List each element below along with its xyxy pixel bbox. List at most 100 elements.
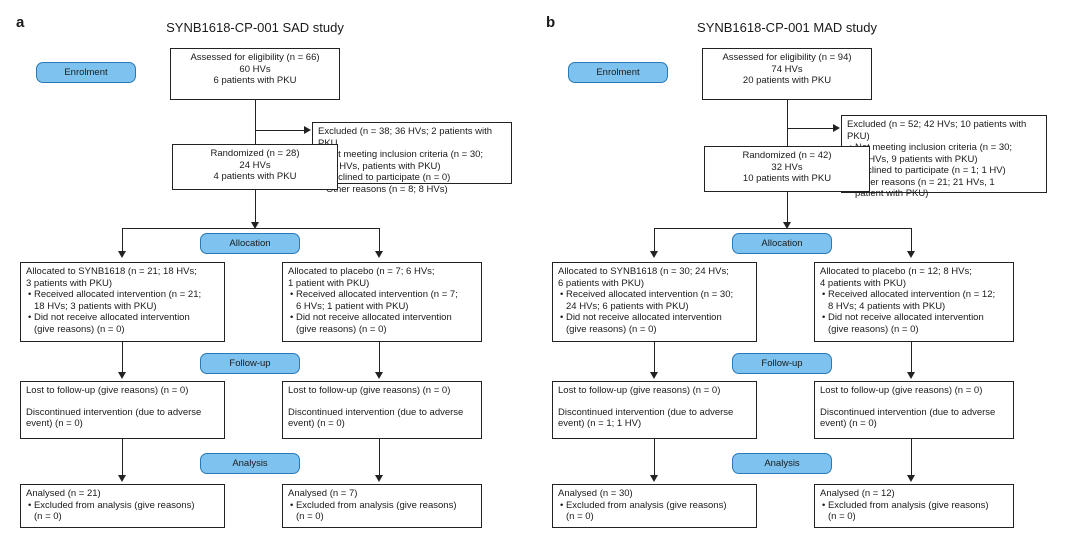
connector — [379, 228, 380, 252]
assessed-box: Assessed for eligibility (n = 94) 74 HVs… — [702, 48, 872, 100]
alloc-line: 18 HVs; 3 patients with PKU) — [34, 300, 157, 312]
arrow — [375, 372, 383, 379]
allocation-label: Allocation — [200, 233, 300, 254]
connector — [911, 342, 912, 372]
analysis-label: Analysis — [732, 453, 832, 474]
alloc-line: • Did not receive allocated intervention — [290, 312, 452, 323]
connector — [654, 342, 655, 372]
arrow — [118, 372, 126, 379]
alloc-line: Allocated to SYNB1618 (n = 21; 18 HVs; — [26, 266, 197, 277]
analysis-line: (n = 0) — [828, 511, 856, 522]
alloc-line: • Did not receive allocated intervention — [822, 312, 984, 323]
followup-line: Lost to follow-up (give reasons) (n = 0) — [820, 385, 983, 396]
assessed-box: Assessed for eligibility (n = 66) 60 HVs… — [170, 48, 340, 100]
randomized-line: 32 HVs — [771, 161, 803, 173]
followup-label: Follow-up — [732, 353, 832, 374]
excluded-line: • Declined to participate (n = 1; 1 HV) — [849, 165, 1006, 176]
excluded-line: • Other reasons (n = 8; 8 HVs) — [320, 183, 448, 195]
analysis-line: (n = 0) — [34, 511, 62, 522]
arrow — [251, 222, 259, 229]
followup-line: Discontinued intervention (due to advers… — [26, 406, 202, 418]
allocated-synb1618-box: Allocated to SYNB1618 (n = 30; 24 HVs; 6… — [552, 262, 757, 342]
followup-label: Follow-up — [200, 353, 300, 374]
followup-line: event) (n = 1; 1 HV) — [558, 418, 642, 429]
analysis-line: Analysed (n = 21) — [26, 488, 101, 499]
alloc-line: 3 patients with PKU) — [26, 277, 113, 289]
arrow — [650, 475, 658, 482]
connector — [911, 228, 912, 252]
arrow — [375, 251, 383, 258]
excluded-line: patient with PKU) — [855, 188, 929, 199]
alloc-line: 4 patients with PKU) — [820, 277, 907, 289]
panel-b: b SYNB1618-CP-001 MAD study Enrolment As… — [530, 0, 1060, 551]
randomized-line: 10 patients with PKU — [742, 173, 832, 184]
alloc-line: Allocated to SYNB1618 (n = 30; 24 HVs; — [558, 266, 729, 277]
randomized-line: 24 HVs — [239, 159, 271, 171]
alloc-line: (give reasons) (n = 0) — [566, 323, 657, 335]
followup-line: event) (n = 0) — [26, 418, 83, 429]
followup-right-box: Lost to follow-up (give reasons) (n = 0)… — [282, 381, 482, 439]
connector — [654, 439, 655, 475]
arrow — [118, 475, 126, 482]
analysis-line: (n = 0) — [566, 511, 594, 522]
followup-line: event) (n = 0) — [820, 418, 877, 429]
excluded-line: • Other reasons (n = 21; 21 HVs, 1 — [849, 176, 995, 188]
alloc-line: 8 HVs; 4 patients with PKU) — [828, 300, 946, 312]
panel-a: a SYNB1618-CP-001 SAD study Enrolment As… — [0, 0, 530, 551]
alloc-line: 6 HVs; 1 patient with PKU) — [296, 300, 409, 312]
connector — [787, 100, 788, 146]
alloc-line: • Received allocated intervention (n = 2… — [28, 289, 202, 300]
alloc-line: Allocated to placebo (n = 7; 6 HVs; — [288, 266, 435, 277]
assessed-line: Assessed for eligibility (n = 66) — [190, 52, 320, 63]
analysis-line: • Excluded from analysis (give reasons) — [290, 499, 457, 511]
panel-title: SYNB1618-CP-001 MAD study — [697, 20, 877, 35]
analysis-right-box: Analysed (n = 12) • Excluded from analys… — [814, 484, 1014, 528]
followup-line: Lost to follow-up (give reasons) (n = 0) — [558, 385, 721, 396]
analysis-line: Analysed (n = 30) — [558, 488, 633, 499]
assessed-line: Assessed for eligibility (n = 94) — [722, 52, 852, 63]
excluded-line: • Not meeting inclusion criteria (n = 30… — [320, 149, 484, 160]
allocated-placebo-box: Allocated to placebo (n = 12; 8 HVs; 4 p… — [814, 262, 1014, 342]
connector — [654, 228, 655, 252]
alloc-line: • Did not receive allocated intervention — [560, 312, 722, 323]
enrolment-label: Enrolment — [568, 62, 668, 83]
alloc-line: 24 HVs; 6 patients with PKU) — [566, 300, 689, 312]
randomized-line: Randomized (n = 28) — [210, 148, 300, 159]
excluded-line: 28 HVs, patients with PKU) — [326, 160, 441, 172]
randomized-line: 4 patients with PKU — [213, 171, 297, 182]
followup-line: Lost to follow-up (give reasons) (n = 0) — [26, 385, 189, 396]
connector — [379, 342, 380, 372]
randomized-box: Randomized (n = 42) 32 HVs 10 patients w… — [704, 146, 870, 192]
arrow — [375, 475, 383, 482]
analysis-line: • Excluded from analysis (give reasons) — [560, 499, 727, 511]
analysis-left-box: Analysed (n = 30) • Excluded from analys… — [552, 484, 757, 528]
arrow — [907, 475, 915, 482]
panel-letter: a — [16, 14, 25, 31]
analysis-label: Analysis — [200, 453, 300, 474]
connector — [255, 100, 256, 144]
assessed-line: 60 HVs — [239, 63, 271, 75]
alloc-line: • Received allocated intervention (n = 7… — [290, 289, 458, 300]
alloc-line: (give reasons) (n = 0) — [828, 323, 919, 335]
arrow — [304, 126, 311, 134]
followup-line: event) (n = 0) — [288, 418, 345, 429]
arrow — [650, 372, 658, 379]
analysis-line: • Excluded from analysis (give reasons) — [822, 499, 989, 511]
followup-right-box: Lost to follow-up (give reasons) (n = 0)… — [814, 381, 1014, 439]
randomized-box: Randomized (n = 28) 24 HVs 4 patients wi… — [172, 144, 338, 190]
followup-left-box: Lost to follow-up (give reasons) (n = 0)… — [20, 381, 225, 439]
alloc-line: • Did not receive allocated intervention — [28, 312, 190, 323]
analysis-line: • Excluded from analysis (give reasons) — [28, 499, 195, 511]
arrow — [907, 251, 915, 258]
arrow — [650, 251, 658, 258]
alloc-line: • Received allocated intervention (n = 1… — [822, 289, 996, 300]
connector — [255, 130, 305, 131]
assessed-line: 74 HVs — [771, 63, 803, 75]
connector — [122, 228, 123, 252]
followup-line: Discontinued intervention (due to advers… — [288, 406, 464, 418]
alloc-line: 1 patient with PKU) — [288, 277, 370, 289]
arrow — [783, 222, 791, 229]
analysis-line: (n = 0) — [296, 511, 324, 522]
excluded-line: • Declined to participate (n = 0) — [320, 172, 451, 183]
alloc-line: • Received allocated intervention (n = 3… — [560, 289, 734, 300]
